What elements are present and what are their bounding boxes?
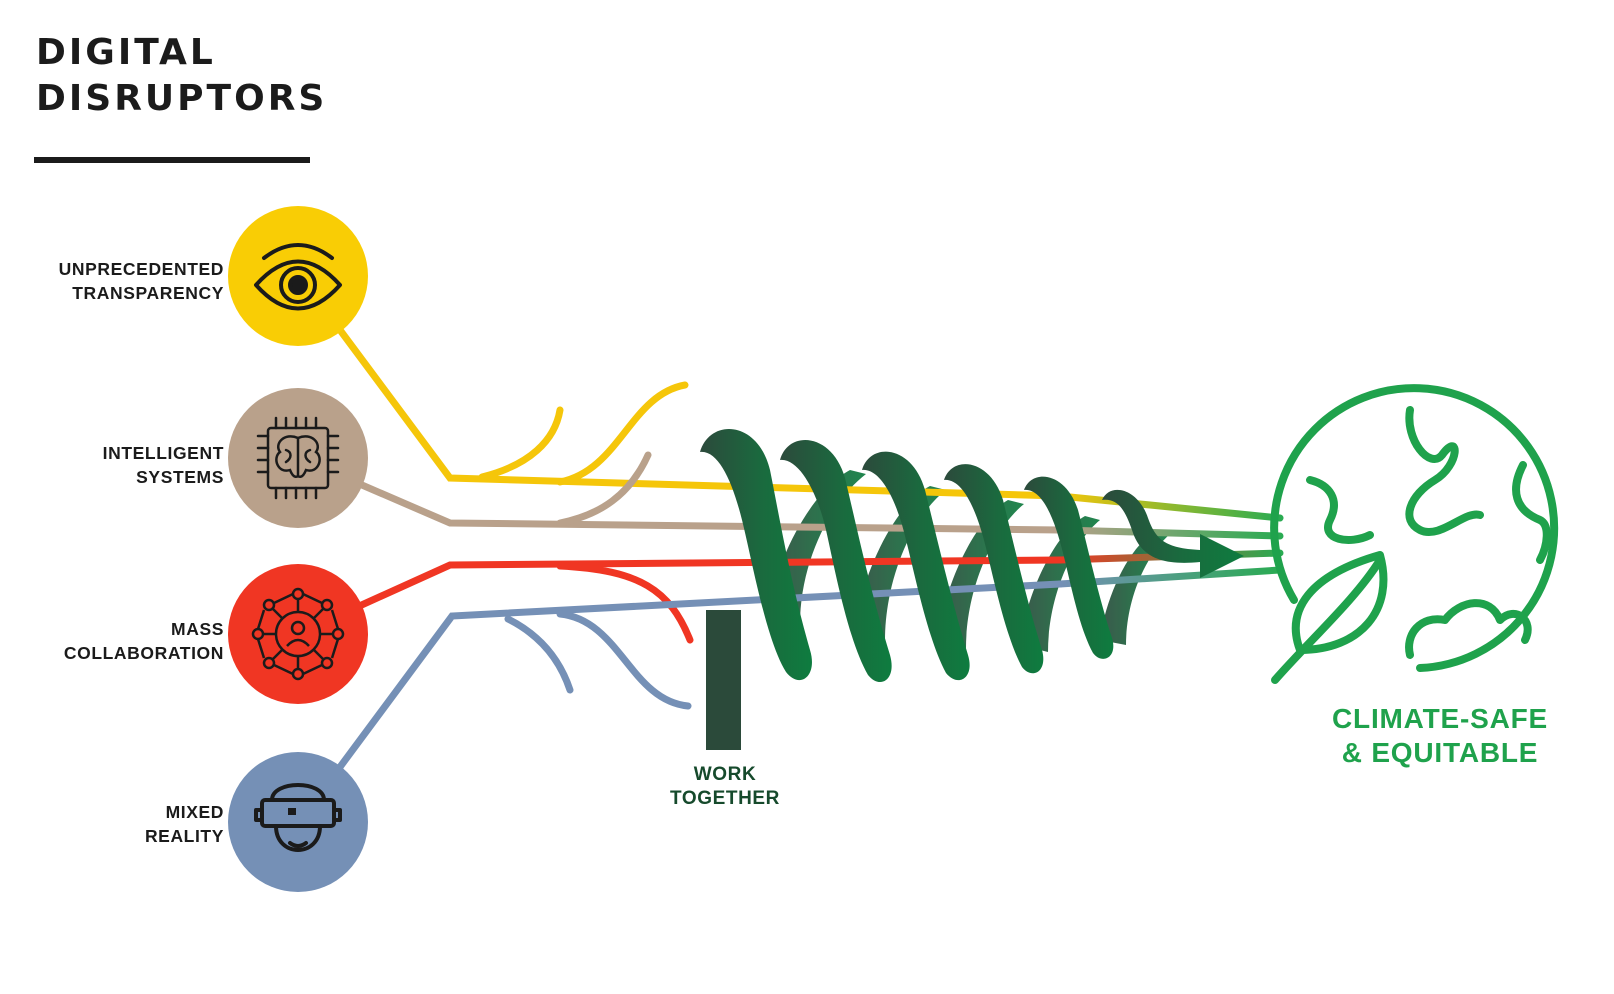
label-line: WORK [693, 764, 757, 785]
helix-back [770, 470, 1170, 652]
label-line: TOGETHER [669, 788, 780, 809]
label-line: SYSTEMS [136, 467, 224, 487]
label-line: INTELLIGENT [102, 443, 224, 463]
page-title: DIGITAL DISRUPTORS [36, 30, 327, 122]
label-line: COLLABORATION [63, 643, 224, 663]
disruptor-label-transparency: UNPRECEDENTED TRANSPARENCY [59, 257, 224, 305]
disruptor-label-mass-collaboration: MASS COLLABORATION [64, 617, 224, 665]
eye-icon [254, 243, 342, 311]
title-line-2: DISRUPTORS [36, 78, 328, 119]
label-line: REALITY [144, 826, 224, 846]
vr-headset-icon [254, 783, 342, 852]
label-line: UNPRECEDENTED [58, 259, 224, 279]
disruptor-label-intelligent-systems: INTELLIGENT SYSTEMS [103, 441, 224, 489]
brain-chip-icon [256, 416, 340, 500]
transparency-lines [336, 326, 1284, 522]
goal-label: CLIMATE-SAFE & EQUITABLE [1300, 702, 1580, 770]
label-line: CLIMATE-SAFE [1332, 703, 1548, 734]
disruptor-label-mixed-reality: MIXED REALITY [145, 800, 224, 848]
label-line: MASS [171, 619, 224, 639]
title-underline [34, 157, 310, 163]
globe-leaf-icon [1270, 384, 1559, 684]
title-line-1: DIGITAL [36, 32, 216, 73]
network-people-icon [251, 587, 345, 681]
label-line: MIXED [165, 802, 224, 822]
mixed-reality-circle [228, 752, 368, 892]
label-line: & EQUITABLE [1341, 737, 1539, 768]
work-together-bar [706, 610, 741, 750]
helix-front [700, 429, 1244, 683]
intelligent-systems-lines [351, 451, 1284, 540]
work-together-label: WORK TOGETHER [640, 763, 810, 811]
disruptor-lines [336, 326, 1284, 771]
label-line: TRANSPARENCY [72, 283, 224, 303]
